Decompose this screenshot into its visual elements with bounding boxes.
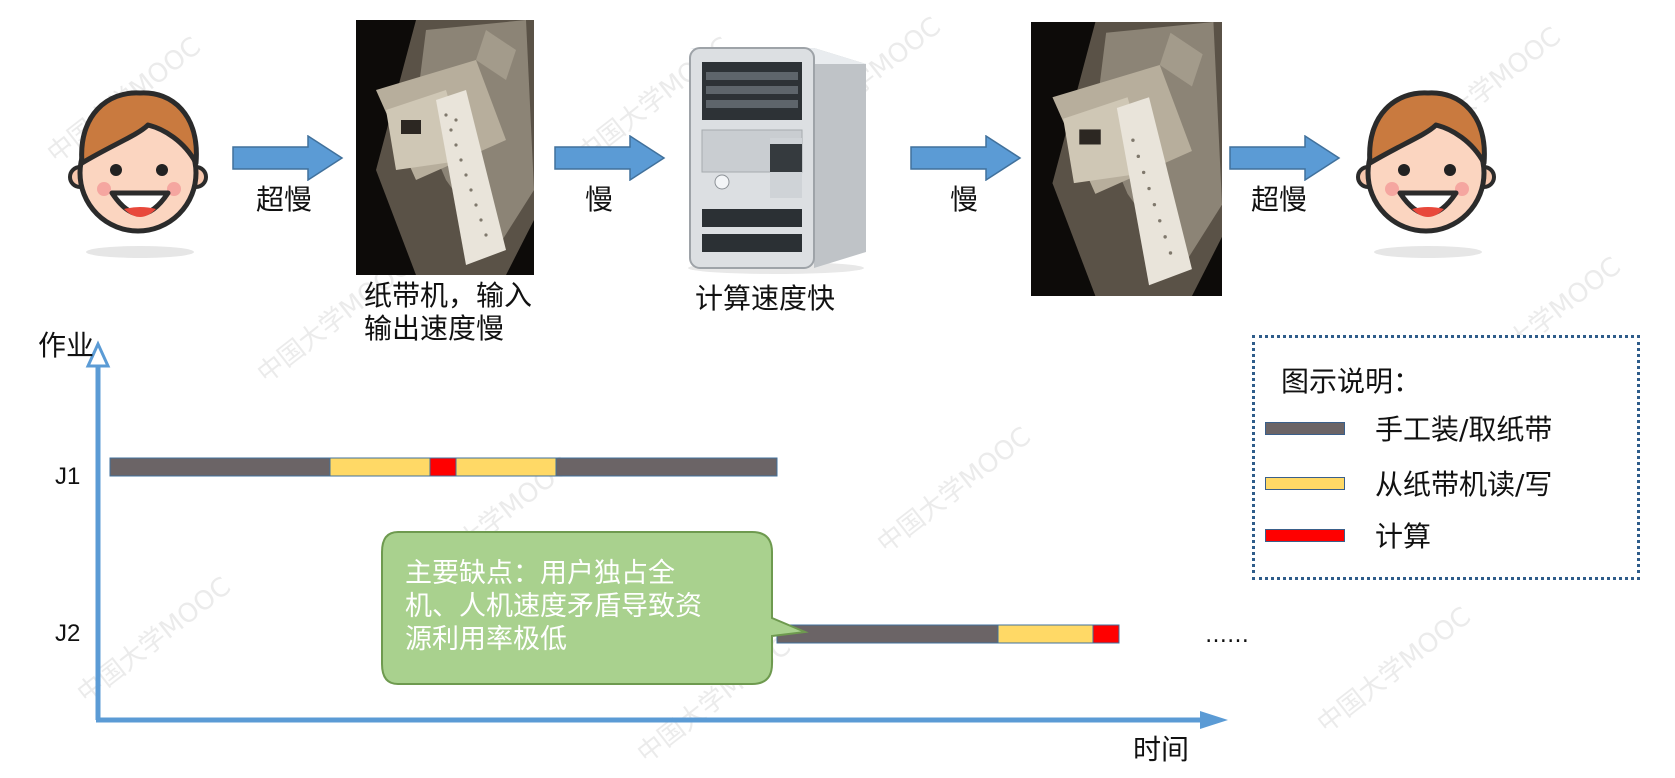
gantt-segment-j1-io — [455, 457, 557, 477]
computer-icon — [688, 47, 866, 274]
legend-label-io: 从纸带机读/写 — [1375, 468, 1553, 501]
gantt-row-j2 — [776, 624, 1120, 644]
y-axis-arrowhead — [85, 340, 111, 368]
legend-swatch-io — [1265, 476, 1345, 490]
gantt-segment-j1-compute — [429, 457, 457, 477]
legend-swatch-compute — [1265, 528, 1345, 542]
right-arrow-icon — [1229, 135, 1341, 181]
y-axis-label: 作业 — [38, 329, 95, 362]
legend-item-manual: 手工装/取纸带 — [1265, 413, 1552, 446]
arrow-label-very-slow: 超慢 — [256, 183, 313, 216]
legend-item-compute: 计算 — [1265, 520, 1431, 553]
arrow-label-slow: 慢 — [950, 183, 979, 216]
gantt-segment-j2-compute — [1092, 624, 1120, 644]
gantt-segment-j1-io — [329, 457, 431, 477]
callout-text: 主要缺点：用户独占全机、人机速度矛盾导致资源利用率极低 — [405, 558, 702, 655]
gantt-segment-j1-manual — [555, 457, 778, 477]
legend-swatch-manual — [1265, 421, 1345, 435]
gantt-segment-j2-io — [997, 624, 1094, 644]
legend-title: 图示说明： — [1281, 365, 1422, 398]
right-arrow-icon — [232, 135, 344, 181]
computer-caption: 计算速度快 — [695, 282, 836, 315]
arrow-label-very-slow: 超慢 — [1251, 183, 1308, 216]
gantt-row-j1 — [109, 457, 778, 477]
x-axis-label: 时间 — [1133, 733, 1190, 766]
user-face-icon — [68, 90, 208, 258]
gantt-segment-j1-manual — [109, 457, 331, 477]
legend-item-io: 从纸带机读/写 — [1265, 468, 1552, 501]
tape-machine-image — [356, 20, 534, 275]
gantt-segment-j2-manual — [776, 624, 999, 644]
right-arrow-icon — [554, 135, 666, 181]
tape-machine-caption: 纸带机，输入输出速度慢 — [364, 279, 533, 345]
x-axis-arrowhead — [1200, 711, 1228, 729]
legend: 图示说明： 手工装/取纸带 从纸带机读/写 计算 — [1252, 335, 1640, 580]
tape-machine-image — [1031, 22, 1222, 296]
ellipsis-continuation: …… — [1205, 623, 1249, 648]
legend-label-compute: 计算 — [1375, 520, 1432, 553]
job-label-j1: J1 — [55, 463, 81, 490]
right-arrow-icon — [910, 135, 1022, 181]
legend-label-manual: 手工装/取纸带 — [1375, 413, 1553, 446]
user-face-icon — [1356, 90, 1496, 258]
arrow-label-slow: 慢 — [585, 183, 614, 216]
job-label-j2: J2 — [55, 620, 81, 647]
callout-bubble — [381, 531, 809, 685]
